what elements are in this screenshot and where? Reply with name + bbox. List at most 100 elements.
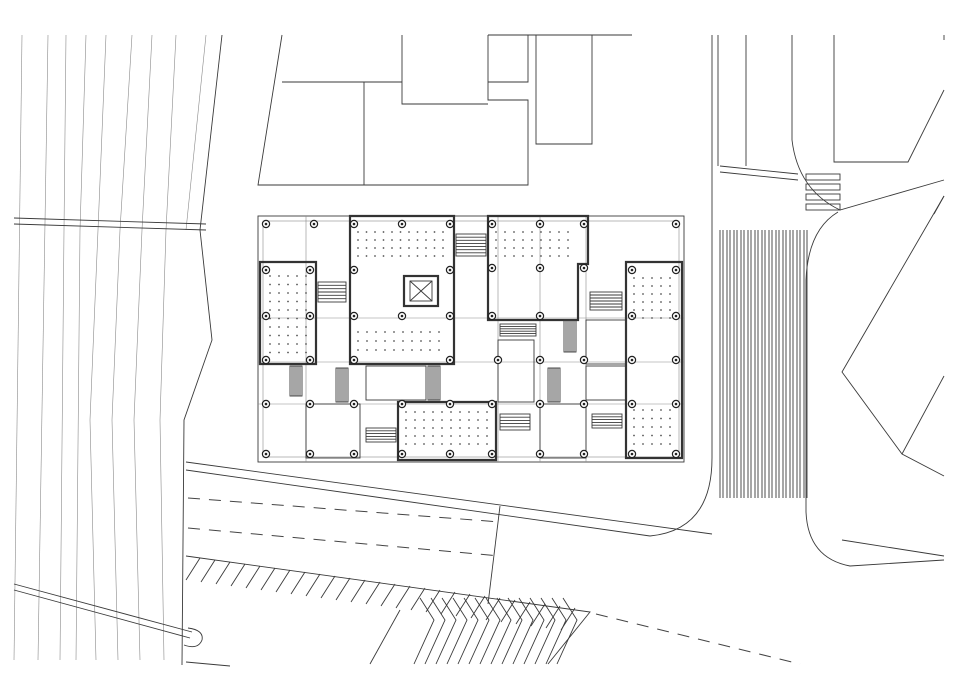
grid-dot: [416, 255, 419, 257]
grid-dot: [408, 255, 410, 257]
grid-dot: [269, 300, 271, 303]
grid-dot: [633, 409, 635, 411]
grid-dot: [660, 443, 662, 445]
grid-dot: [414, 411, 416, 413]
column-core: [582, 452, 586, 456]
grid-dot: [486, 419, 488, 421]
grid-dot: [393, 340, 395, 342]
grid-dot: [357, 231, 359, 233]
grid-dot: [278, 283, 280, 286]
grid-dot: [642, 426, 644, 428]
grid-dot: [504, 255, 506, 257]
grid-dot: [567, 231, 569, 233]
parking-stripes: [185, 557, 576, 631]
grid-dot: [287, 300, 289, 303]
grid-dot: [651, 434, 653, 437]
column-core: [448, 314, 452, 318]
grid-dot: [441, 427, 443, 429]
grid-dot: [651, 443, 653, 445]
grid-dot: [522, 247, 524, 249]
grid-dot: [660, 293, 662, 295]
grid-dot: [522, 255, 524, 257]
parking-stripe: [500, 599, 516, 623]
grid-dot: [405, 427, 407, 429]
grid-dot: [425, 231, 427, 233]
grid-dot: [642, 434, 644, 437]
grid-dot: [296, 309, 298, 311]
grid-dot: [375, 331, 377, 333]
grid-dot: [669, 301, 671, 303]
grid-dot: [411, 349, 413, 351]
column-core: [582, 266, 586, 270]
grid-dot: [391, 255, 393, 257]
grid-dot: [432, 443, 434, 445]
top-buildings: [257, 34, 632, 186]
grid-dot: [399, 231, 402, 233]
grid-dot: [287, 309, 289, 311]
grid-dot: [477, 411, 479, 413]
grid-dot: [420, 349, 422, 351]
grid-dot: [305, 309, 307, 311]
grid-dot: [558, 231, 560, 233]
grid-dot: [374, 231, 376, 233]
grid-dot: [669, 285, 671, 287]
parking-stripe: [335, 577, 351, 601]
grid-dot: [296, 326, 298, 328]
parking-stripe: [260, 567, 276, 591]
grid-dot: [558, 239, 560, 241]
column-core: [490, 266, 494, 270]
grid-dot: [365, 239, 368, 241]
column-core: [674, 452, 678, 456]
grid-dot: [296, 292, 298, 294]
parking-chevron: [424, 597, 446, 665]
grid-dot: [540, 231, 542, 233]
grid-dot: [438, 340, 440, 342]
grid-dot: [660, 434, 662, 437]
column-core: [490, 402, 494, 406]
grid-dot: [540, 247, 542, 249]
grid-dot: [468, 427, 470, 429]
grid-dot: [495, 239, 497, 241]
parking-chevron: [479, 597, 501, 665]
grid-dot: [365, 255, 368, 257]
column-core: [538, 358, 542, 362]
column-core: [630, 314, 634, 318]
grid-dot: [269, 275, 271, 277]
grid-dot: [382, 247, 385, 249]
grid-dot: [278, 309, 280, 311]
grid-dot: [432, 411, 434, 413]
grid-dot: [633, 434, 635, 437]
grid-dot: [287, 275, 289, 277]
grid-dot: [305, 351, 307, 354]
grid-dot: [296, 351, 298, 354]
column-core: [312, 222, 316, 226]
grid-dot: [305, 343, 307, 345]
column-core: [674, 402, 678, 406]
grid-dot: [549, 255, 551, 257]
grid-dot: [486, 411, 488, 413]
grid-dot: [393, 349, 395, 351]
grid-dot: [411, 331, 413, 333]
column-core: [538, 314, 542, 318]
grid-dot: [669, 277, 671, 279]
grid-dot: [432, 427, 434, 429]
grid-dot: [633, 277, 635, 279]
grid-dot: [633, 301, 635, 303]
grid-dot: [382, 239, 385, 241]
grid-dot: [296, 300, 298, 303]
column-core: [448, 402, 452, 406]
grid-dot: [375, 349, 377, 351]
grid-dot: [384, 331, 386, 333]
grid-dot: [278, 343, 280, 345]
grid-dot: [531, 231, 533, 233]
zebra-crossing-horizontal: [805, 173, 841, 211]
grid-dot: [567, 247, 569, 249]
grid-dot: [433, 231, 436, 233]
grid-dot: [399, 239, 402, 241]
grid-dot: [382, 255, 385, 257]
parking-stripe: [530, 603, 546, 627]
grid-dot: [375, 340, 377, 342]
stairs: [289, 233, 623, 443]
grid-dot: [513, 231, 515, 233]
grid-dot: [450, 419, 452, 421]
